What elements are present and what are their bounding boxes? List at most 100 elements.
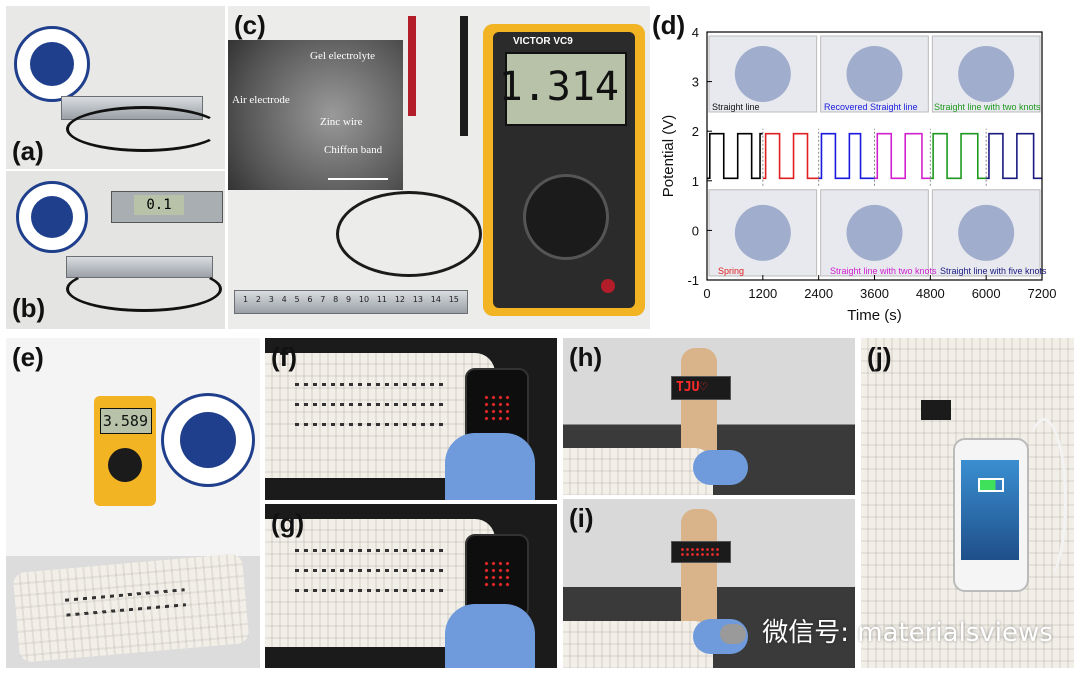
ruler-tick: 4 xyxy=(281,295,287,304)
ruler-tick: 10 xyxy=(358,295,370,304)
inset-seal xyxy=(958,204,1015,261)
gloved-hand xyxy=(693,450,748,485)
phone-screen xyxy=(961,460,1019,560)
inset-label-straight-line: Straight line xyxy=(712,102,760,112)
panel-c: Gel electrolyte Air electrode Zinc wire … xyxy=(228,6,650,329)
ruler-tick: 8 xyxy=(333,295,339,304)
knit-texture xyxy=(563,621,713,668)
ruler-tick: 2 xyxy=(255,295,261,304)
x-tick-label: 4800 xyxy=(916,286,945,301)
panel-label-g: (g) xyxy=(271,508,305,538)
y-tick-label: 2 xyxy=(692,124,699,139)
x-tick-label: 6000 xyxy=(972,286,1001,301)
knitted-sleeve xyxy=(563,448,713,495)
y-tick-label: 4 xyxy=(692,25,699,40)
inset-seal xyxy=(846,204,903,261)
ruler-tick: 15 xyxy=(448,295,459,304)
ruler-tick: 11 xyxy=(376,295,388,304)
probe-black xyxy=(460,16,468,136)
ruler-tick: 14 xyxy=(430,295,441,304)
panel-b: 0.1 (b) xyxy=(6,171,225,329)
inset-label-two-knots-bottom: Straight line with two knots xyxy=(830,266,937,276)
rotary-dial xyxy=(108,448,142,482)
inset-label-recovered-straight-line: Recovered Straight line xyxy=(824,102,918,112)
smartphone xyxy=(953,438,1029,592)
gloved-hand xyxy=(445,433,535,500)
inset-label-two-knots-top: Straight line with two knots xyxy=(934,102,1041,112)
series-line-3 xyxy=(874,132,931,180)
ruler-tick: 5 xyxy=(294,295,300,304)
panel-e: (e) 3.589 xyxy=(6,338,260,668)
inset-photo-top xyxy=(820,35,929,113)
knit-texture xyxy=(563,448,713,495)
embedded-battery-line xyxy=(295,403,445,406)
led-display: TJU♡ xyxy=(671,376,731,400)
steel-ruler: 1 2 3 4 5 6 7 8 9 10 11 12 13 14 15 xyxy=(234,290,468,314)
battery-icon xyxy=(978,478,1004,492)
usb-cable xyxy=(1021,418,1067,584)
ruler-tick: 1 xyxy=(243,295,249,304)
x-tick-label: 7200 xyxy=(1028,286,1057,301)
tju-seal-logo xyxy=(161,393,255,487)
caliper-reading: 0.1 xyxy=(146,197,172,213)
knitted-sleeve xyxy=(563,621,713,668)
inset-photo-bottom xyxy=(820,189,929,277)
panel-label-i: (i) xyxy=(569,503,594,533)
ruler-tick: 6 xyxy=(307,295,313,304)
inset-photo-top xyxy=(708,35,818,113)
probe-red xyxy=(408,16,416,116)
panel-label-j: (j) xyxy=(867,342,892,372)
knitted-sleeve xyxy=(12,553,250,663)
ruler-tick: 7 xyxy=(320,295,326,304)
multimeter-brand: VICTOR VC9 xyxy=(513,36,573,47)
series-line-0 xyxy=(707,132,763,180)
sem-label-gel-electrolyte: Gel electrolyte xyxy=(310,50,376,62)
inset-label-five-knots: Straight line with five knots xyxy=(940,266,1047,276)
ruler-ticks: 1 2 3 4 5 6 7 8 9 10 11 12 13 14 15 xyxy=(243,295,459,304)
y-axis-label: Potential (V) xyxy=(660,115,677,198)
multimeter-reading: 3.589 xyxy=(102,412,148,430)
wechat-watermark: 微信号: materialsviews xyxy=(720,612,1053,649)
tju-seal-logo xyxy=(16,181,88,253)
embedded-battery-line xyxy=(295,569,445,572)
y-tick-label: 3 xyxy=(692,75,699,90)
ruler-tick: 3 xyxy=(268,295,274,304)
ruler-tick: 12 xyxy=(394,295,405,304)
inset-seal xyxy=(734,46,791,102)
sem-image-inset: Gel electrolyte Air electrode Zinc wire … xyxy=(228,40,403,190)
input-jack-red xyxy=(601,279,615,293)
panel-label-c: (c) xyxy=(234,10,266,40)
panel-label-e: (e) xyxy=(12,342,44,372)
fiber-battery-cable xyxy=(66,266,222,312)
fiber-battery-cable xyxy=(66,106,222,152)
gloved-hand xyxy=(445,604,535,668)
tju-seal-logo xyxy=(14,26,90,102)
series-line-1 xyxy=(762,132,819,180)
watch-display xyxy=(483,394,511,422)
y-tick-label: 0 xyxy=(692,223,699,238)
panel-label-b: (b) xyxy=(12,293,46,323)
series-line-4 xyxy=(930,132,987,180)
embedded-battery-line xyxy=(295,423,445,426)
inset-photo-bottom xyxy=(931,189,1041,277)
x-tick-label: 2400 xyxy=(804,286,833,301)
caliper-display: 0.1 xyxy=(134,195,184,215)
charging-module xyxy=(921,400,951,420)
panel-g: (g) xyxy=(265,504,557,668)
watch-display xyxy=(483,560,511,588)
inset-photo-top xyxy=(931,35,1041,113)
inset-seal xyxy=(958,46,1015,102)
panel-label-a: (a) xyxy=(12,136,44,166)
embedded-battery-line xyxy=(295,549,445,552)
panel-label-h: (h) xyxy=(569,342,603,372)
x-tick-label: 0 xyxy=(703,286,710,301)
panel-label-d: (d) xyxy=(652,10,686,40)
series-line-5 xyxy=(986,132,1042,180)
ruler-tick: 9 xyxy=(346,295,352,304)
x-axis-label: Time (s) xyxy=(847,307,901,324)
multimeter-lcd: 3.589 xyxy=(100,408,152,434)
inset-label-spring: Spring xyxy=(718,266,745,276)
sem-label-chiffon-band: Chiffon band xyxy=(324,144,383,156)
scale-bar xyxy=(328,178,388,180)
